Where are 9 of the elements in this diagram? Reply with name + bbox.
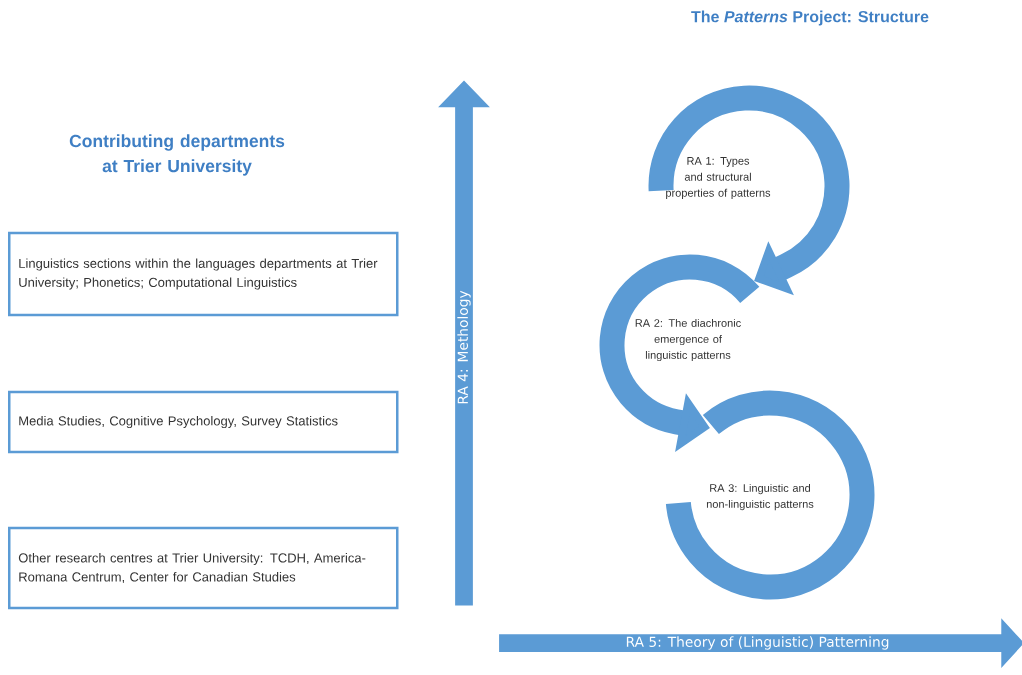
area-label: RA 3: Linguistic and non-linguistic patterns [706,483,814,511]
department-box: Other research centres at Trier University: TCDH, America-Romana Centrum, Center for Canadian Studies [8,526,399,610]
department-box: Media Studies, Cognitive Psychology, Survey Statistics [8,390,399,454]
area-label: RA 2: The diachronic emergence of linguistic patterns [635,318,741,362]
section-heading: Contributing departments at Trier University [69,134,285,176]
title: The Patterns Project: Structure [691,10,929,26]
arrow-banner: RA 4: Methology [438,80,490,606]
area-label: RA 1: Types and structural properties of patterns [666,157,771,199]
department-box: Linguistics sections within the languages departments at Trier University; Phonetics; Computational Linguistics [8,231,399,317]
